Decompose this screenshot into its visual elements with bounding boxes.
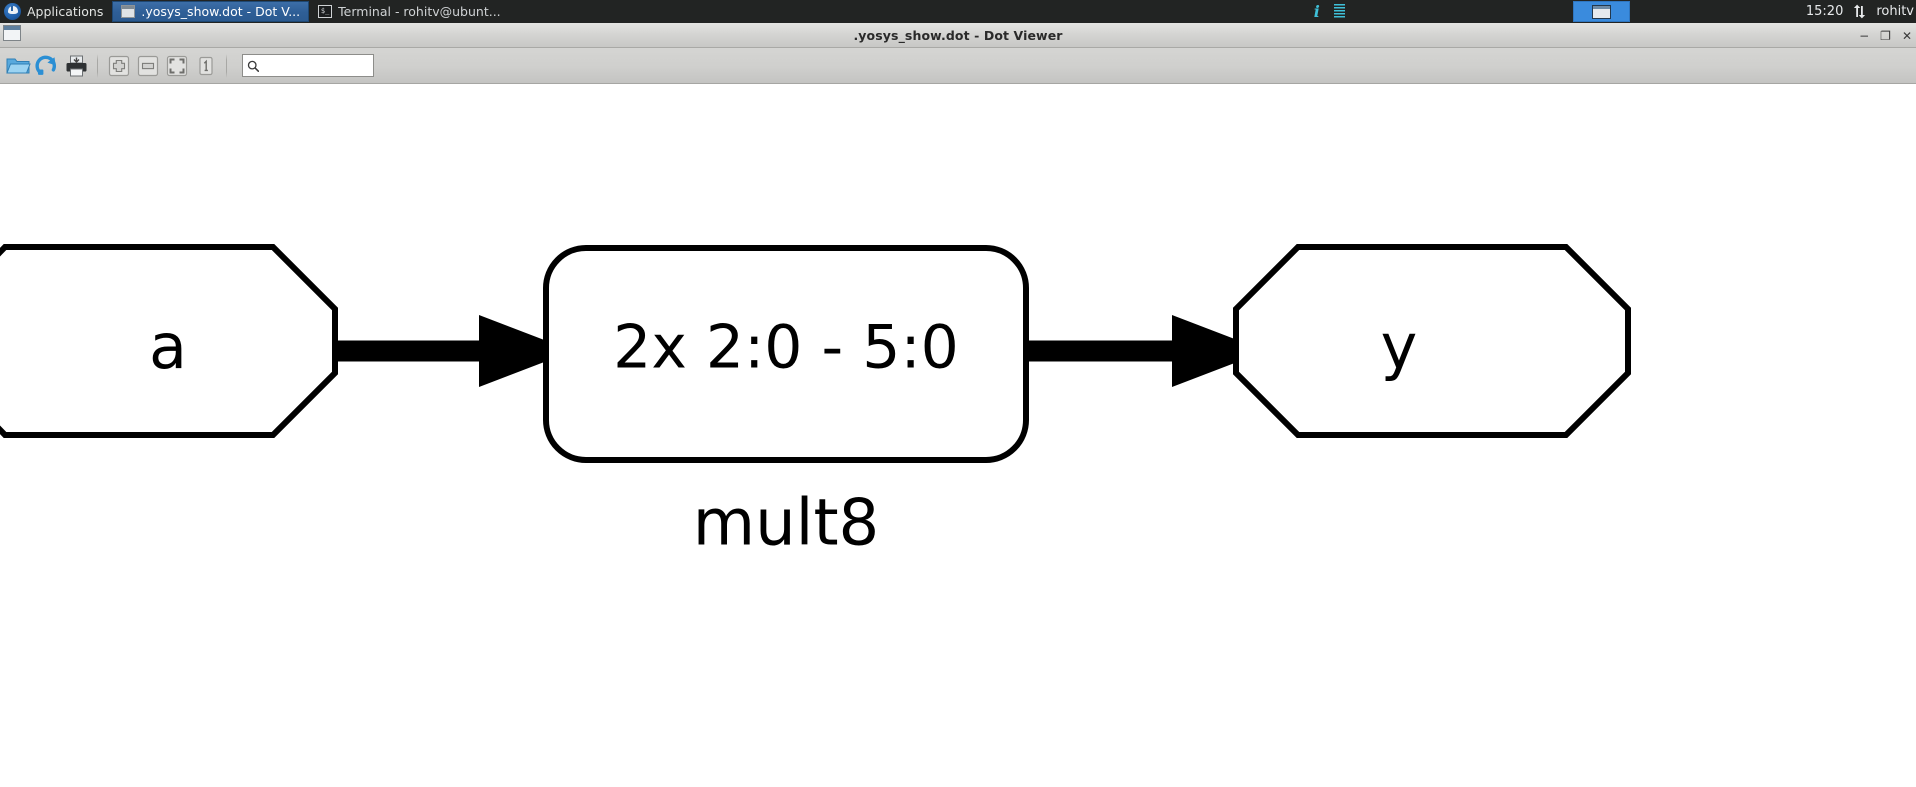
- taskbar-item-terminal[interactable]: $_ Terminal - rohitv@ubunt...: [309, 1, 510, 22]
- window-title-bar[interactable]: .yosys_show.dot - Dot Viewer − ❐ ✕: [0, 23, 1916, 48]
- maximize-icon[interactable]: ❐: [1880, 28, 1891, 43]
- applications-menu-label: Applications: [27, 4, 104, 19]
- applications-menu-button[interactable]: Applications: [0, 0, 112, 23]
- search-field-wrapper[interactable]: [242, 54, 374, 77]
- graph-cluster-label: mult8: [693, 487, 880, 561]
- zoom-in-plus-icon: [108, 55, 129, 76]
- panel-right-tray: 15:20 rohitv: [1806, 4, 1916, 19]
- search-input[interactable]: [263, 56, 373, 75]
- list-bars-icon[interactable]: [1333, 4, 1345, 19]
- dot-graph-drawing: a 2x 2:0 - 5:0 y mult: [0, 244, 1631, 561]
- window-taskbar: .yosys_show.dot - Dot V... $_ Terminal -…: [112, 0, 509, 23]
- minimize-icon[interactable]: −: [1859, 28, 1870, 43]
- panel-username[interactable]: rohitv: [1876, 4, 1914, 19]
- window-icon: [121, 5, 136, 18]
- panel-indicator-tray: i: [1306, 1, 1353, 21]
- terminal-icon: $_: [318, 5, 333, 18]
- graph-edge-a-to-op: [335, 315, 573, 387]
- printer-icon: [66, 55, 87, 76]
- xfce-mouse-logo-icon: [4, 3, 21, 20]
- taskbar-item-label: Terminal - rohitv@ubunt...: [338, 4, 501, 19]
- octagon-shape: [1233, 244, 1631, 438]
- panel-clock[interactable]: 15:20: [1805, 4, 1844, 19]
- graph-node-a[interactable]: a: [0, 244, 338, 438]
- taskbar-item-dot-viewer[interactable]: .yosys_show.dot - Dot V...: [112, 1, 310, 22]
- graph-node-label: y: [1381, 310, 1418, 383]
- window-icon: [1591, 4, 1611, 19]
- octagon-shape: [0, 244, 338, 438]
- close-icon[interactable]: ✕: [1901, 28, 1912, 43]
- graph-node-op[interactable]: 2x 2:0 - 5:0: [543, 245, 1029, 463]
- network-up-down-arrows-icon[interactable]: [1852, 4, 1867, 19]
- zoom-100-button[interactable]: [191, 51, 220, 81]
- open-file-button[interactable]: [4, 51, 33, 81]
- edge-arrowhead: [479, 315, 573, 387]
- zoom-out-button[interactable]: [133, 51, 162, 81]
- window-controls: − ❐ ✕: [1859, 23, 1912, 48]
- toolbar-separator: [97, 53, 98, 78]
- info-italic-icon[interactable]: i: [1313, 1, 1320, 21]
- window-titlebar-icon: [3, 25, 21, 41]
- print-button[interactable]: [62, 51, 91, 81]
- panel-window-slot-button[interactable]: [1572, 1, 1630, 22]
- edge-arrowhead: [1172, 315, 1266, 387]
- search-magnifier-icon: [247, 60, 260, 72]
- reload-button[interactable]: [33, 51, 62, 81]
- dot-viewer-toolbar: [0, 48, 1916, 84]
- zoom-fit-icon: [166, 55, 187, 76]
- graph-node-y[interactable]: y: [1233, 244, 1631, 438]
- zoom-out-minus-icon: [137, 55, 158, 76]
- graph-node-label: a: [149, 310, 187, 383]
- dot-viewer-window: .yosys_show.dot - Dot Viewer − ❐ ✕: [0, 23, 1916, 787]
- reload-arrow-icon: [35, 55, 57, 75]
- graph-canvas[interactable]: a 2x 2:0 - 5:0 y mult: [0, 85, 1916, 787]
- graph-node-label: 2x 2:0 - 5:0: [613, 313, 959, 383]
- taskbar-item-label: .yosys_show.dot - Dot V...: [141, 4, 301, 19]
- zoom-fit-button[interactable]: [162, 51, 191, 81]
- page-title: .yosys_show.dot - Dot Viewer: [853, 27, 1063, 43]
- zoom-one-to-one-icon: [198, 56, 213, 75]
- zoom-in-button[interactable]: [104, 51, 133, 81]
- desktop-top-panel: Applications .yosys_show.dot - Dot V... …: [0, 0, 1916, 23]
- folder-open-icon: [6, 58, 31, 74]
- graph-edge-op-to-y: [1026, 315, 1266, 387]
- toolbar-separator: [226, 53, 227, 78]
